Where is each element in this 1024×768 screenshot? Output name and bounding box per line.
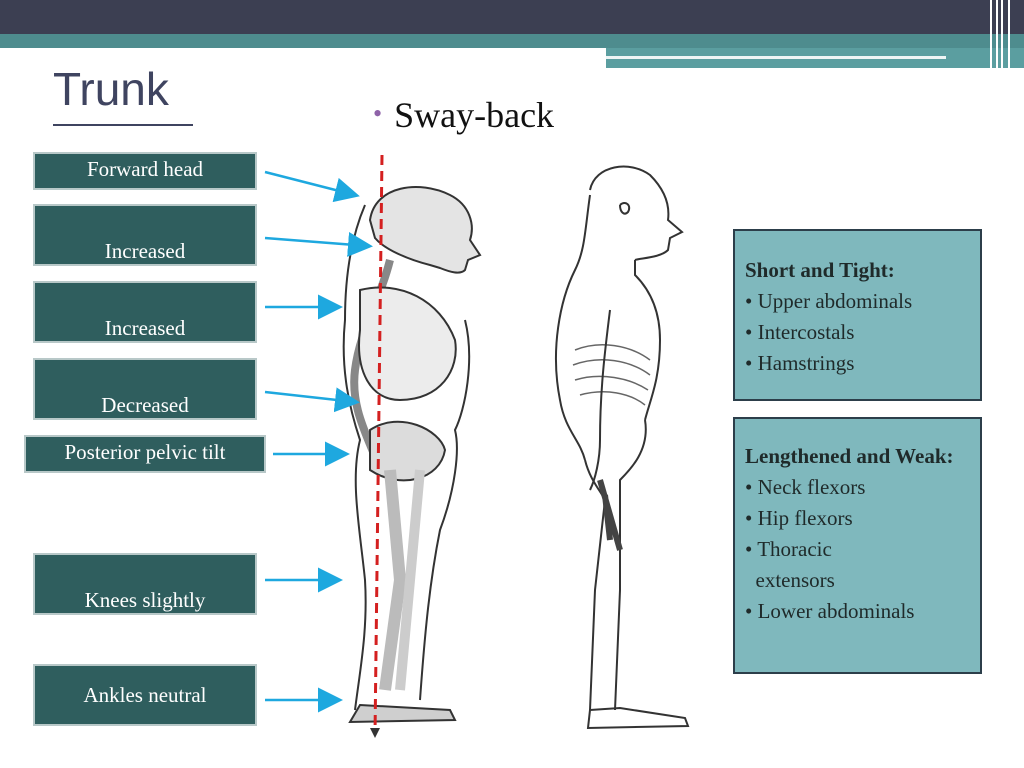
panel-heading: Lengthened and Weak: — [745, 444, 954, 468]
plumb-line-arrowhead — [370, 728, 380, 738]
header-stripe — [0, 34, 1024, 48]
header-vertical-lines — [988, 0, 1014, 70]
skeleton-figure — [342, 186, 482, 724]
label-lumbar-lordosis: Decreased lumbar lordosis — [33, 358, 257, 447]
panel-item: • Upper abdominals — [745, 289, 913, 313]
label-ankles-neutral: Ankles neutral — [33, 664, 257, 726]
panel-short-tight: Short and Tight: • Upper abdominals • In… — [733, 229, 982, 401]
panel-item: • Hamstrings — [745, 351, 855, 375]
label-text: Forward head — [86, 157, 204, 181]
main-bullet-text: Sway-back — [394, 95, 555, 135]
panel-lengthened-weak: Lengthened and Weak: • Neck flexors • Hi… — [733, 417, 982, 674]
panel-item: • Intercostals — [745, 320, 855, 344]
label-text: Ankles neutral — [83, 683, 207, 707]
panel-item: • Thoracic extensors — [745, 537, 835, 592]
panel-item: • Neck flexors — [745, 475, 866, 499]
main-bullet: • Sway-back — [373, 95, 555, 136]
header-bar — [0, 0, 1024, 34]
muscle-figure — [555, 165, 690, 730]
label-text: Knees slightly hyperextended — [83, 588, 207, 642]
label-thoracic-kyphosis: Increased thoracic kyphosis — [33, 281, 257, 370]
label-cervical-lordosis: Increased cervical lordosis — [33, 204, 257, 293]
posture-illustration — [342, 154, 690, 738]
label-pelvic-tilt: Posterior pelvic tilt — [24, 435, 266, 473]
panel-heading: Short and Tight: — [745, 258, 895, 282]
plumb-line — [373, 154, 384, 736]
label-text: Posterior pelvic tilt — [64, 440, 226, 464]
panel-item: • Lower abdominals — [745, 599, 915, 623]
panel-item: • Hip flexors — [745, 506, 853, 530]
slide-title: Trunk — [53, 63, 169, 115]
label-knees-hyperextended: Knees slightly hyperextended — [33, 553, 257, 642]
header-accent-line — [606, 56, 946, 59]
bullet-dot-icon: • — [373, 99, 383, 128]
label-forward-head: Forward head — [33, 152, 257, 190]
title-underline — [53, 124, 193, 126]
